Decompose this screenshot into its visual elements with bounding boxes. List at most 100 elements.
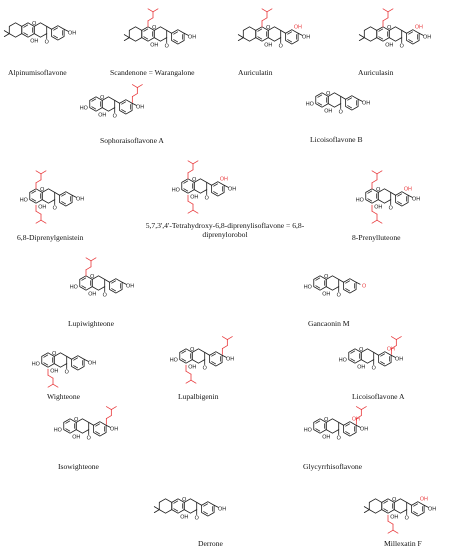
aryl-link-bond <box>204 351 211 356</box>
a-ring-7-oh-label: HO <box>170 358 178 364</box>
carbonyl-oxygen-label: O <box>45 40 49 46</box>
prenyl-b-ring-bond <box>360 406 367 410</box>
ring-oxygen-label: O <box>359 347 363 353</box>
prenyl-bottom-bond <box>40 219 47 224</box>
b-ring-oh-label: OH <box>110 426 118 432</box>
aryl-link-bond <box>88 421 95 426</box>
prenyl-bottom-bond <box>187 200 194 205</box>
ring-b <box>411 501 425 517</box>
b-ring-3-oh-label: OH <box>415 25 423 31</box>
prenyl-bottom-bond <box>52 383 59 388</box>
ring-b <box>378 351 392 367</box>
a-ring-5-oh-label: OH <box>357 365 365 371</box>
aryl-link-bond <box>206 181 213 186</box>
prenyl-b-ring-bond <box>105 415 112 419</box>
b-ring-oh-label: OH <box>395 356 403 362</box>
prenyl-top-bond <box>85 266 92 271</box>
prenyl-bottom-bond <box>387 520 394 525</box>
b-ring-oh-label: OH <box>302 34 310 40</box>
prenyl-top-bond <box>147 8 154 13</box>
hydroxyl-bond <box>105 424 111 428</box>
a-ring-5-oh-label: OH <box>324 109 332 115</box>
prenyl-top-bond <box>382 17 389 22</box>
prenyl-bottom-bond <box>35 210 42 215</box>
carbonyl-oxygen-label: O <box>65 370 69 376</box>
hydroxyl-bond <box>183 32 189 36</box>
a-ring-5-oh-label: OH <box>385 43 393 49</box>
a-ring-7-oh-label: HO <box>339 358 347 364</box>
b-ring-oh-label: OH <box>188 34 196 40</box>
dimethylpyran-ring-methyl <box>3 30 10 34</box>
dimethylpyran-ring <box>158 498 173 514</box>
ring-oxygen-label: O <box>52 351 56 357</box>
hydroxyl-bond <box>423 504 429 508</box>
label-lupalbigenin: Lupalbigenin <box>178 392 219 401</box>
hydroxyl-bond <box>418 32 424 36</box>
ring-b <box>171 29 185 45</box>
ring-b <box>59 191 73 207</box>
aryl-link-bond <box>373 351 380 356</box>
aryl-link-bond <box>46 25 53 30</box>
label-auriculasin: Auriculasin <box>358 68 394 77</box>
a-ring-5-oh-label: OH <box>322 292 330 298</box>
prenyl-top-bond <box>152 8 159 13</box>
b-ring-3-oh-label: OH <box>294 25 302 31</box>
carbonyl-oxygen-label: O <box>165 44 169 50</box>
aryl-link-bond <box>338 278 345 283</box>
carbonyl-oxygen-label: O <box>205 196 209 202</box>
aryl-link-bond <box>338 421 345 426</box>
dimethylpyran-ring-methyl <box>3 33 10 37</box>
a-ring-7-oh-label: HO <box>304 285 312 291</box>
ring-oxygen-label: O <box>32 21 36 27</box>
ring-b <box>93 421 107 437</box>
ring-oxygen-label: O <box>74 417 78 423</box>
b-ring-oh-label: OH <box>412 196 420 202</box>
hydroxyl-bond <box>355 424 361 428</box>
dimethylpyran-ring-methyl <box>237 34 244 38</box>
b-ring-oh-label: OH <box>88 360 96 366</box>
prenyl-bottom-bond <box>35 219 42 224</box>
ring-b <box>109 278 123 294</box>
b-ring-oh-label: OH <box>126 283 134 289</box>
ring-oxygen-label: O <box>266 25 270 31</box>
carbonyl-oxygen-label: O <box>87 436 91 442</box>
ring-oxygen-label: O <box>324 417 328 423</box>
prenyl-top-bond <box>387 8 394 13</box>
ring-oxygen-label: O <box>152 25 156 31</box>
a-ring-7-oh-label: HO <box>172 188 180 194</box>
aryl-link-bond <box>390 191 397 196</box>
ring-oxygen-label: O <box>392 497 396 503</box>
aryl-link-bond <box>66 355 73 360</box>
aryl-link-bond <box>104 278 111 283</box>
prenyl-top-bond <box>187 160 194 165</box>
dimethylpyran-ring-methyl <box>363 509 370 513</box>
b-ring-oh-label: OH <box>362 100 370 106</box>
hydroxyl-bond <box>63 28 69 32</box>
b-ring-oh-label: OH <box>226 356 234 362</box>
prenyl-bottom-bond <box>185 379 192 384</box>
a-ring-7-oh-label: HO <box>80 106 88 112</box>
a-ring-5-oh-label: OH <box>180 515 188 521</box>
prenyl-top-bond <box>371 170 378 175</box>
carbonyl-oxygen-label: O <box>372 366 376 372</box>
hydroxyl-bond <box>390 354 396 358</box>
label-scandenone: Scandenone = Warangalone <box>110 68 195 77</box>
ring-b <box>343 278 357 294</box>
prenyl-bottom-bond <box>376 219 383 224</box>
carbonyl-oxygen-label: O <box>53 206 57 212</box>
label-licoisoflavone-b: Licoisoflavone B <box>310 135 363 144</box>
dimethylpyran-ring-methyl <box>237 37 244 41</box>
prenyl-bottom-bond <box>387 529 394 534</box>
prenyl-top-bond <box>382 8 389 13</box>
hydroxyl-bond <box>407 194 413 198</box>
dimethylpyran-ring <box>363 26 378 42</box>
ring-b <box>395 191 409 207</box>
ring-b <box>51 25 65 41</box>
